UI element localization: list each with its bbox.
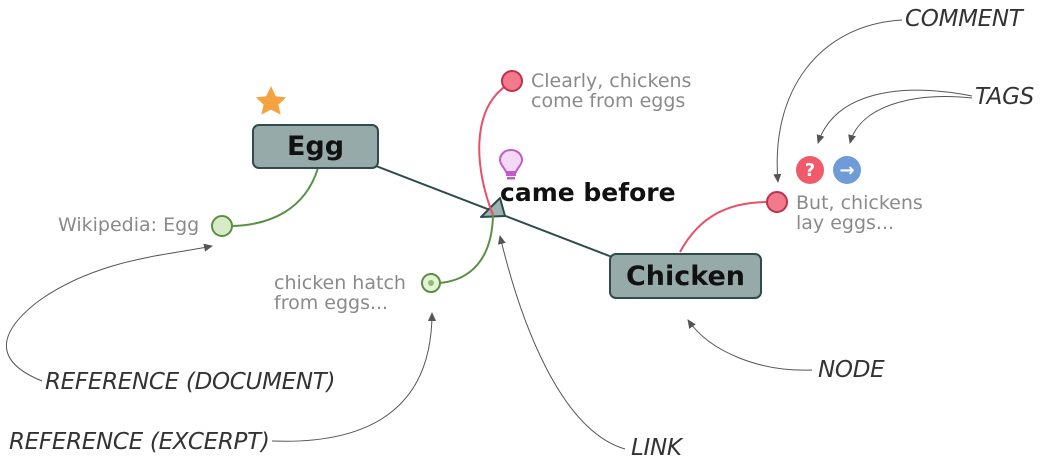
reference-excerpt-dot-inner — [428, 280, 434, 286]
comment-pointer — [773, 19, 903, 183]
annotation-tags: TAGS — [975, 84, 1034, 110]
reference-document-pointer — [6, 243, 213, 382]
node-pointer — [687, 319, 813, 371]
node-chicken[interactable]: Chicken — [609, 253, 762, 299]
annotation-node: NODE — [818, 357, 885, 383]
question-tag-icon[interactable]: ? — [796, 156, 824, 184]
comment-top-line — [478, 84, 508, 216]
comment-top-dot[interactable] — [501, 70, 523, 92]
link-label[interactable]: came before — [500, 178, 676, 207]
tags-pointer-2 — [848, 96, 973, 144]
lightbulb-icon — [498, 148, 524, 180]
node-egg[interactable]: Egg — [252, 124, 379, 169]
comment-right-line — [679, 201, 769, 253]
reference-excerpt-line — [439, 214, 494, 284]
link-pointer — [497, 235, 626, 450]
reference-excerpt-line2[interactable]: from eggs... — [274, 292, 389, 314]
reference-excerpt-pointer — [271, 312, 436, 442]
reference-document-dot[interactable] — [211, 215, 233, 237]
comment-right-line1[interactable]: But, chickens — [796, 192, 923, 214]
star-icon[interactable] — [255, 86, 287, 115]
reference-document-line — [231, 167, 319, 227]
annotation-reference-excerpt: REFERENCE (EXCERPT) — [9, 429, 270, 455]
tags-pointer-1 — [816, 89, 973, 144]
annotation-reference-document: REFERENCE (DOCUMENT) — [45, 369, 336, 395]
comment-top-line2[interactable]: come from eggs — [531, 90, 686, 112]
reference-document-label[interactable]: Wikipedia: Egg — [58, 214, 200, 236]
comment-right-dot[interactable] — [766, 191, 788, 213]
arrow-right-tag-icon[interactable]: → — [833, 156, 861, 184]
annotation-link: LINK — [631, 435, 682, 461]
comment-top-line1[interactable]: Clearly, chickens — [531, 70, 692, 92]
reference-excerpt-line1[interactable]: chicken hatch — [274, 272, 406, 294]
annotation-comment: COMMENT — [905, 6, 1023, 32]
comment-right-line2[interactable]: lay eggs... — [796, 212, 895, 234]
